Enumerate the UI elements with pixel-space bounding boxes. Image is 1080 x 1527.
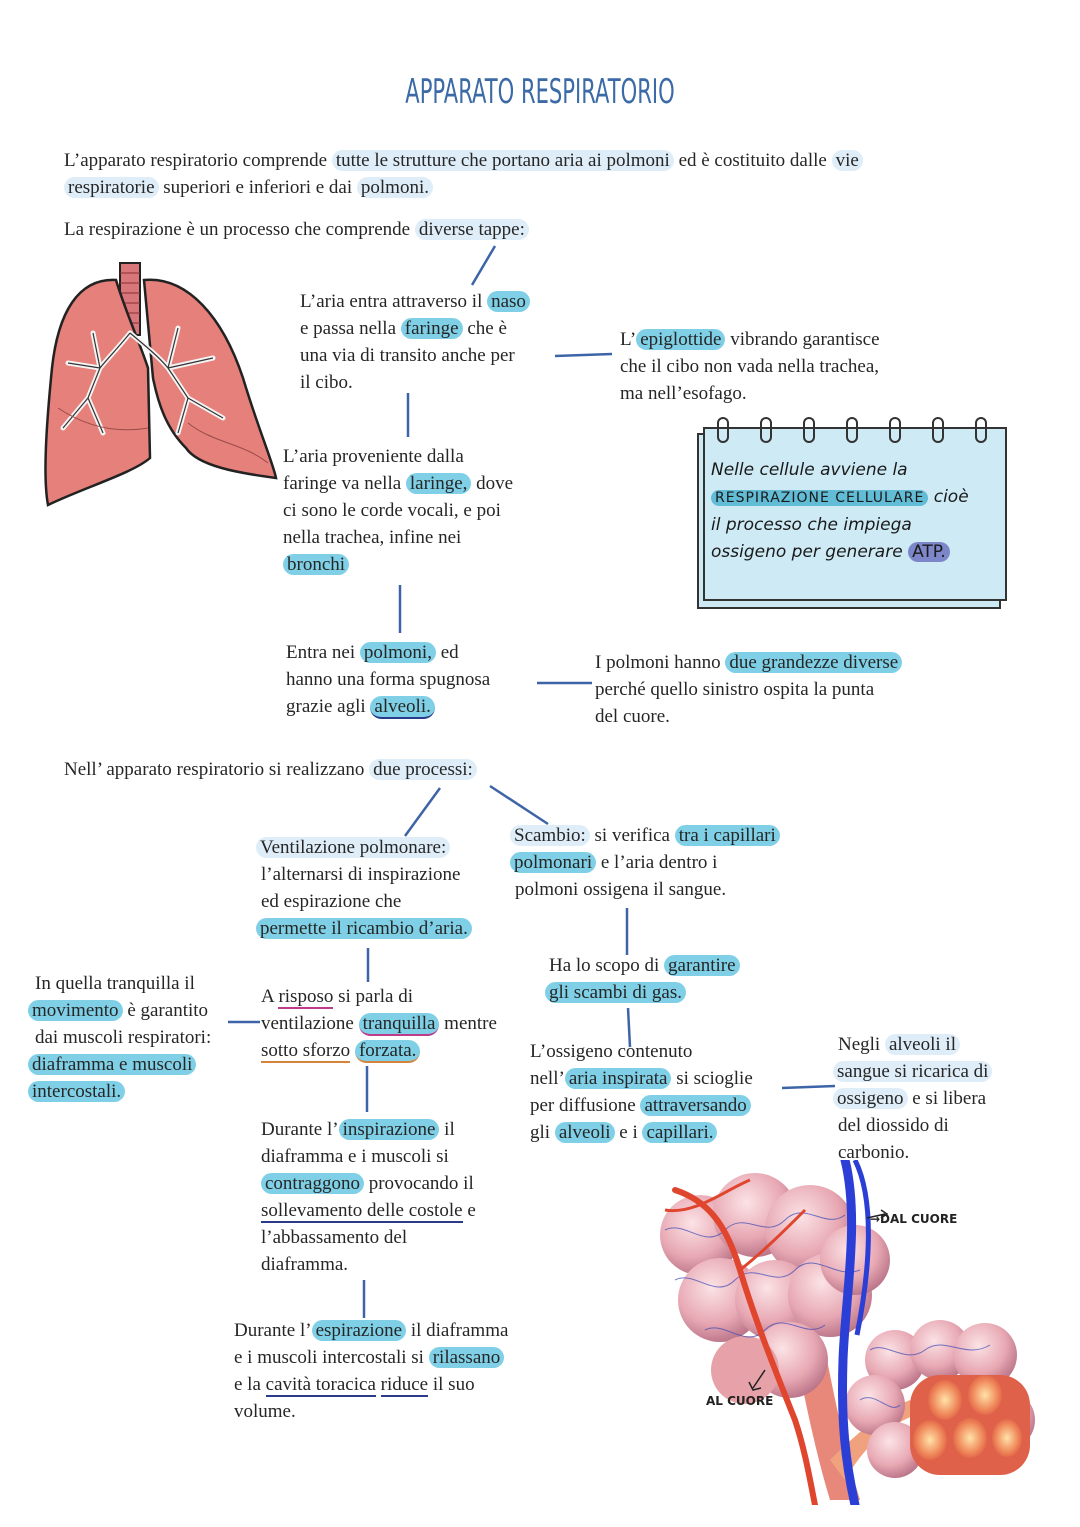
highlight: naso xyxy=(487,291,530,312)
highlight: alveoli il xyxy=(884,1034,960,1055)
highlight: garantire xyxy=(664,955,740,976)
process-ossigeno: L’ossigeno contenuto nell’aria inspirata… xyxy=(530,1041,753,1143)
highlight: gli scambi di gas. xyxy=(545,982,686,1003)
connector-processi-scambio xyxy=(489,784,549,826)
highlight: sangue si ricarica di xyxy=(833,1061,993,1082)
highlight: espirazione xyxy=(311,1320,407,1341)
highlight: polmonari xyxy=(510,852,597,873)
capillary-network xyxy=(664,1212,991,1408)
notepad-rings xyxy=(717,417,987,443)
ring-icon xyxy=(717,417,729,443)
intro-tappe: La respirazione è un processo che compre… xyxy=(64,216,529,243)
connector-ossigeno-alveoli xyxy=(781,1084,836,1090)
highlight: polmoni. xyxy=(356,177,433,198)
connector-processi-ventilazione xyxy=(403,787,442,837)
highlight: ossigeno xyxy=(833,1088,908,1109)
vein-shape xyxy=(838,1160,860,1505)
alveoli-illustration xyxy=(660,1160,1035,1505)
connector-naso-epiglottide xyxy=(554,352,613,358)
highlight: vie xyxy=(831,150,863,171)
highlight: respiratorie xyxy=(64,177,159,198)
process-ventilazione: Ventilazione polmonare: l’alternarsi di … xyxy=(256,834,516,942)
highlight: diverse tappe: xyxy=(414,219,529,240)
process-negli-alveoli: Negli alveoli il sangue si ricarica di o… xyxy=(833,1031,1033,1166)
highlight-atp: ATP. xyxy=(908,542,950,562)
process-scopo: Ha lo scopo di garantire gli scambi di g… xyxy=(545,952,785,1006)
highlight: forzata. xyxy=(354,1040,421,1063)
page-title: APPARATO RESPIRATORIO xyxy=(405,72,675,112)
left-lung-shape xyxy=(142,278,278,480)
highlight: movimento xyxy=(28,1000,123,1021)
ring-icon xyxy=(803,417,815,443)
process-espirazione: Durante l’espirazione il diaframma e i m… xyxy=(234,1320,509,1422)
step-grandezze: I polmoni hanno due grandezze diverse pe… xyxy=(595,649,955,730)
highlight: due grandezze diverse xyxy=(725,652,903,673)
lungs-illustration xyxy=(44,262,278,507)
right-lung-shape xyxy=(44,278,152,507)
notepad-handwriting: Nelle cellule avviene la RESPIRAZIONE CE… xyxy=(711,460,969,562)
highlight: intercostali. xyxy=(28,1081,126,1102)
connector-tappe-naso xyxy=(470,245,497,286)
connector-scopo-ossigeno xyxy=(626,1007,632,1048)
highlight: Scambio: xyxy=(510,825,590,846)
step-polmoni: Entra nei polmoni, ed hanno una forma sp… xyxy=(286,642,491,719)
highlight: tra i capillari xyxy=(674,825,780,846)
step-laringe: L’aria proveniente dalla faringe va nell… xyxy=(283,446,514,575)
ring-icon xyxy=(760,417,772,443)
highlight: faringe xyxy=(400,318,463,339)
process-muscoli: In quella tranquilla il movimento è gara… xyxy=(28,970,248,1105)
alveoli-cluster-lower xyxy=(845,1320,1035,1478)
notepad-card: Nelle cellule avviene la RESPIRAZIONE CE… xyxy=(697,417,1007,609)
artery-shape xyxy=(672,1187,818,1505)
process-scambio: Scambio: si verifica tra i capillari pol… xyxy=(510,822,830,903)
process-riposo: A risposo si parla di ventilazione tranq… xyxy=(261,986,497,1063)
ring-icon xyxy=(889,417,901,443)
step-naso: L’aria entra attraverso il naso e passa … xyxy=(300,288,570,396)
highlight: diaframma e muscoli xyxy=(28,1054,197,1075)
highlight: contraggono xyxy=(261,1173,364,1194)
label-al-cuore: AL CUORE xyxy=(706,1394,774,1408)
processes-intro: Nell’ apparato respiratorio si realizzan… xyxy=(64,756,477,783)
highlight: RESPIRAZIONE CELLULARE xyxy=(711,490,929,506)
highlight: attraversando xyxy=(640,1095,751,1116)
highlight: polmoni, xyxy=(359,642,436,663)
ring-icon xyxy=(932,417,944,443)
notepad-front-sheet xyxy=(703,427,1007,601)
highlight: laringe, xyxy=(405,473,472,494)
highlight: alveoli. xyxy=(370,696,435,719)
step-epiglottide: L’epiglottide vibrando garantisce che il… xyxy=(620,329,880,404)
highlight: alveoli xyxy=(554,1122,615,1143)
highlight: epiglottide xyxy=(636,329,726,350)
highlight: aria inspirata xyxy=(564,1068,672,1089)
intro-paragraph: L’apparato respiratorio comprende tutte … xyxy=(64,147,984,201)
highlight: inspirazione xyxy=(338,1119,440,1140)
highlight: tranquilla xyxy=(358,1013,440,1036)
ring-icon xyxy=(975,417,987,443)
ring-icon xyxy=(846,417,858,443)
highlight: Ventilazione polmonare: xyxy=(256,837,451,858)
label-dal-cuore: →DAL CUORE xyxy=(870,1212,958,1226)
highlight: rilassano xyxy=(428,1347,505,1368)
highlight: due processi: xyxy=(369,759,477,780)
highlight: tutte le strutture che portano aria ai p… xyxy=(331,150,674,171)
highlight: bronchi xyxy=(283,554,350,575)
process-inspirazione: Durante l’inspirazione il diaframma e i … xyxy=(261,1119,476,1275)
highlight: capillari. xyxy=(642,1122,718,1143)
highlight: permette il ricambio d’aria. xyxy=(256,918,472,939)
